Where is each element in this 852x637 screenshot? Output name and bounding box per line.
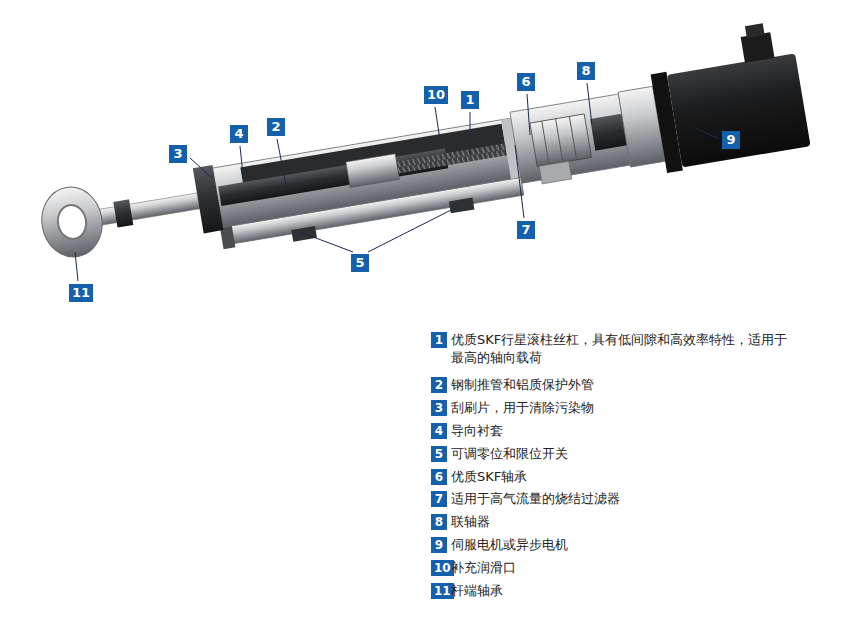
callout-number: 10 — [424, 86, 448, 104]
part-description: 刮刷片，用于清除污染物 — [451, 399, 796, 417]
rod-nut — [113, 199, 133, 227]
leader-line — [300, 232, 353, 252]
leader-line — [368, 208, 455, 252]
actuator-body — [29, 19, 812, 282]
legend-number: 5 — [431, 446, 447, 462]
callout-number: 3 — [169, 145, 187, 163]
outer-tube — [205, 118, 521, 228]
legend-number: 3 — [431, 400, 447, 416]
roller-nut — [346, 154, 400, 188]
bearing-rib — [556, 119, 563, 162]
part-description: 适用于高气流量的烧结过滤器 — [451, 490, 796, 508]
callout-number: 9 — [722, 131, 740, 149]
part-description: 伺服电机或异步电机 — [451, 536, 796, 554]
legend-number: 4 — [431, 423, 447, 439]
callout-number: 2 — [267, 118, 285, 136]
leader-lines — [75, 83, 719, 281]
leader-line — [75, 252, 78, 281]
legend-number: 6 — [431, 469, 447, 485]
legend-number: 9 — [431, 537, 447, 553]
bearing-rib — [569, 116, 576, 159]
motor-connector — [741, 32, 775, 63]
leader-line — [470, 112, 471, 155]
part-description: 可调零位和限位开关 — [451, 445, 796, 463]
part-description: 导向衬套 — [451, 422, 796, 440]
callout-number: 4 — [230, 125, 248, 143]
leader-line — [190, 158, 212, 178]
callout-number: 6 — [517, 73, 535, 91]
part-description: 钢制推管和铝质保护外管 — [451, 376, 796, 394]
part-description: 补充润滑口 — [451, 559, 796, 577]
leader-line — [695, 128, 719, 139]
coupling — [590, 114, 627, 151]
front-cap — [193, 165, 224, 233]
push-tube — [218, 148, 448, 206]
callout-number: 1 — [461, 91, 479, 109]
leader-line — [587, 83, 592, 125]
part-description: 优质SKF行星滚柱丝杠，具有低间隙和高效率特性，适用于 最高的轴向载荷 — [451, 331, 796, 367]
bearing-rib — [542, 121, 549, 164]
limit-switch — [449, 198, 475, 214]
bearing-housing — [510, 94, 630, 183]
callout-number: 8 — [577, 62, 595, 80]
legend-number: 11 — [431, 583, 454, 599]
callout-number: 11 — [69, 284, 93, 302]
legend-number: 1 — [431, 332, 447, 348]
legend-number: 2 — [431, 377, 447, 393]
bearing — [530, 114, 592, 166]
filter-block — [539, 161, 572, 184]
legend-number: 7 — [431, 491, 447, 507]
leader-line — [515, 145, 524, 218]
roller-screw — [396, 141, 521, 173]
legend-number: 10 — [431, 560, 454, 576]
motor-plug — [745, 23, 765, 38]
callout-number: 7 — [517, 221, 535, 239]
motor — [667, 53, 811, 167]
legend-number: 8 — [431, 514, 447, 530]
part-description: 杆端轴承 — [451, 582, 796, 600]
rod-eye-hole — [55, 203, 88, 241]
part-description: 联轴器 — [451, 513, 796, 531]
leader-line — [435, 107, 440, 140]
rod-eye — [37, 183, 108, 262]
leader-line — [277, 139, 286, 185]
part-description: 优质SKF轴承 — [451, 468, 796, 486]
leader-line — [240, 146, 243, 175]
leader-line — [527, 94, 530, 135]
callout-number: 5 — [351, 254, 369, 272]
